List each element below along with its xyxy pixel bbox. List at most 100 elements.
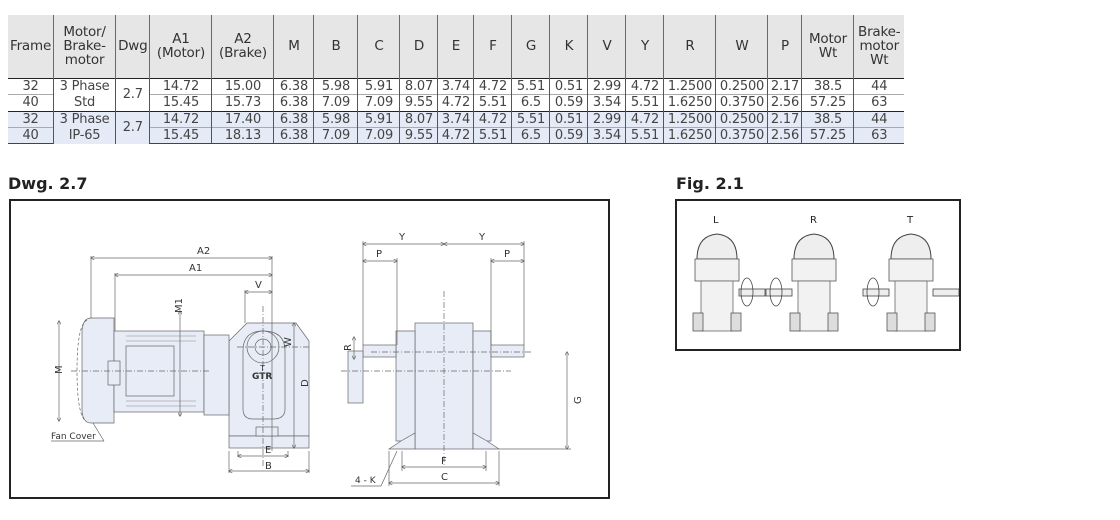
figure-frame: L R T [675, 199, 961, 351]
table-cell: 1.2500 [663, 77, 716, 95]
column-header: G [511, 15, 550, 78]
table-cell: 1.6250 [663, 94, 716, 111]
table-cell: 9.55 [399, 94, 438, 111]
table-cell: 15.45 [149, 126, 212, 145]
column-header: B [313, 15, 358, 78]
table-cell: 2.99 [587, 110, 626, 128]
column-header: Motor Wt [801, 15, 854, 78]
mounting-view-l [692, 233, 766, 332]
table-cell: 5.51 [511, 110, 550, 128]
dim-label-w: W [283, 337, 294, 347]
column-header: P [767, 15, 802, 78]
dim-label-m1: M1 [174, 298, 185, 313]
table-cell: 0.3750 [715, 94, 768, 111]
table-cell: 0.2500 [715, 77, 768, 95]
column-header: Frame [8, 15, 54, 78]
table-cell: 4.72 [437, 94, 474, 111]
table-cell: 44 [853, 110, 904, 128]
table-cell: 0.51 [549, 110, 588, 128]
drawing-frame: GTR [9, 199, 610, 499]
table-cell: 38.5 [801, 110, 854, 128]
motor-type-cell: 3 Phase IP-65 [53, 110, 116, 144]
table-cell: 6.38 [273, 77, 314, 95]
table-cell: 5.51 [625, 94, 664, 111]
table-cell: 0.51 [549, 77, 588, 95]
gearbox-front [414, 322, 474, 450]
fan-cover-label: Fan Cover [51, 432, 96, 442]
dim-label-d: D [300, 379, 311, 387]
column-header: Y [625, 15, 664, 78]
table-cell: 17.40 [211, 110, 274, 128]
table-cell: 6.38 [273, 110, 314, 128]
table-cell: 40 [8, 126, 54, 145]
dim-label-e: E [265, 445, 271, 456]
dwg-cell: 2.7 [115, 110, 150, 144]
column-header: F [473, 15, 512, 78]
table-cell: 0.59 [549, 94, 588, 111]
column-header: C [357, 15, 400, 78]
dim-label-p-left: P [376, 249, 382, 260]
table-cell: 7.09 [313, 126, 358, 145]
table-cell: 15.73 [211, 94, 274, 111]
table-cell: 18.13 [211, 126, 274, 145]
column-header: Dwg [115, 15, 150, 78]
table-cell: 6.38 [273, 126, 314, 145]
table-cell: 57.25 [801, 94, 854, 111]
dim-label-k: 4 - K [355, 476, 377, 486]
brand-label: GTR [252, 372, 272, 382]
table-cell: 15.45 [149, 94, 212, 111]
table-cell: 5.98 [313, 110, 358, 128]
figure-title: Fig. 2.1 [676, 174, 744, 193]
table-cell: 7.09 [357, 126, 400, 145]
table-cell: 3.74 [437, 110, 474, 128]
view-label: T [906, 215, 914, 226]
table-cell: 2.99 [587, 77, 626, 95]
dim-label-v: V [255, 280, 262, 291]
column-header: K [549, 15, 588, 78]
table-cell: 63 [853, 126, 904, 145]
dim-label-m: M [54, 365, 65, 374]
table-cell: 2.17 [767, 110, 802, 128]
table-cell: 6.5 [511, 94, 550, 111]
table-cell: 4.72 [625, 77, 664, 95]
table-cell: 5.91 [357, 110, 400, 128]
table-cell: 7.09 [357, 94, 400, 111]
column-header: R [663, 15, 716, 78]
table-cell: 5.98 [313, 77, 358, 95]
gearmotor-dimension-drawing: GTR [51, 232, 584, 487]
dim-label-g: G [573, 396, 584, 404]
table-cell: 9.55 [399, 126, 438, 145]
table-cell: 8.07 [399, 77, 438, 95]
motor-type-cell: 3 Phase Std [53, 77, 116, 111]
table-cell: 1.2500 [663, 110, 716, 128]
table-cell: 1.6250 [663, 126, 716, 145]
table-cell: 3.54 [587, 94, 626, 111]
dwg-cell: 2.7 [115, 77, 150, 111]
dim-label-c: C [441, 472, 448, 483]
table-cell: 57.25 [801, 126, 854, 145]
dim-label-a1: A1 [189, 263, 202, 274]
column-header: W [715, 15, 768, 78]
dim-label-y-left: Y [398, 232, 406, 243]
mounting-view-t [862, 233, 960, 332]
mounting-positions-figure: L R T [692, 215, 960, 332]
dim-label-t: T [259, 364, 265, 373]
table-cell: 0.3750 [715, 126, 768, 145]
table-cell: 32 [8, 77, 54, 95]
table-cell: 6.5 [511, 126, 550, 145]
table-cell: 5.51 [473, 94, 512, 111]
table-cell: 4.72 [473, 77, 512, 95]
table-cell: 4.72 [473, 110, 512, 128]
table-cell: 3.54 [587, 126, 626, 145]
table-cell: 14.72 [149, 110, 212, 128]
table-cell: 63 [853, 94, 904, 111]
table-cell: 2.17 [767, 77, 802, 95]
fan-cover-shape [81, 317, 115, 424]
table-cell: 38.5 [801, 77, 854, 95]
